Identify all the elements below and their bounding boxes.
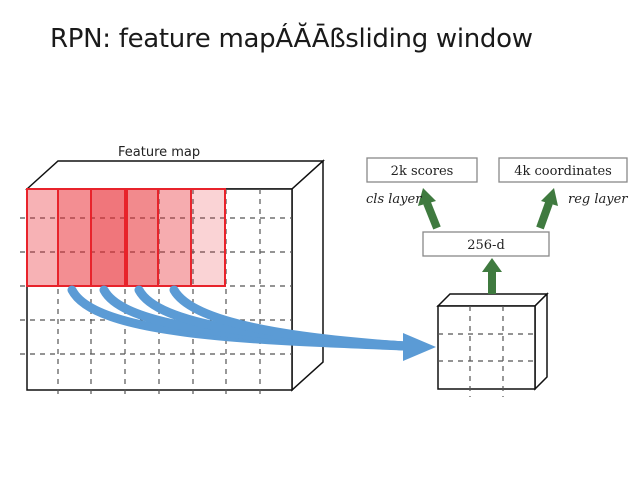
feature-map-top-face	[25, 160, 325, 190]
hidden-layer-label: 256-d	[467, 238, 505, 253]
blue-arrowhead	[403, 333, 436, 361]
sliding-window-4	[124, 188, 226, 287]
scores-box: 2k scores	[366, 157, 478, 183]
sliding-window-2	[57, 188, 159, 287]
feature-map-side-face	[291, 159, 324, 392]
window-block-front-face	[437, 305, 536, 390]
green-arrow-right	[536, 188, 558, 230]
slide-title: RPN: feature mapÁĂĀßsliding window	[50, 24, 533, 54]
green-arrow-left	[418, 188, 441, 230]
coordinates-box: 4k coordinates	[498, 157, 628, 183]
feature-map-label: Feature map	[118, 145, 201, 160]
scores-label: 2k scores	[391, 164, 454, 179]
sliding-window-1	[26, 188, 128, 287]
green-arrow-up	[482, 258, 502, 294]
window-block-top-face	[436, 293, 549, 307]
hidden-layer-box: 256-d	[422, 231, 550, 257]
coordinates-label: 4k coordinates	[514, 164, 612, 179]
cls-layer-label: cls layer	[366, 192, 422, 207]
sliding-windows	[26, 188, 226, 287]
blue-arrow-4	[169, 285, 410, 351]
reg-layer-label: reg layer	[568, 192, 628, 207]
blue-arrows	[67, 285, 410, 351]
sliding-window-3	[90, 188, 192, 287]
window-block	[436, 292, 549, 397]
window-block-side-face	[534, 292, 548, 391]
